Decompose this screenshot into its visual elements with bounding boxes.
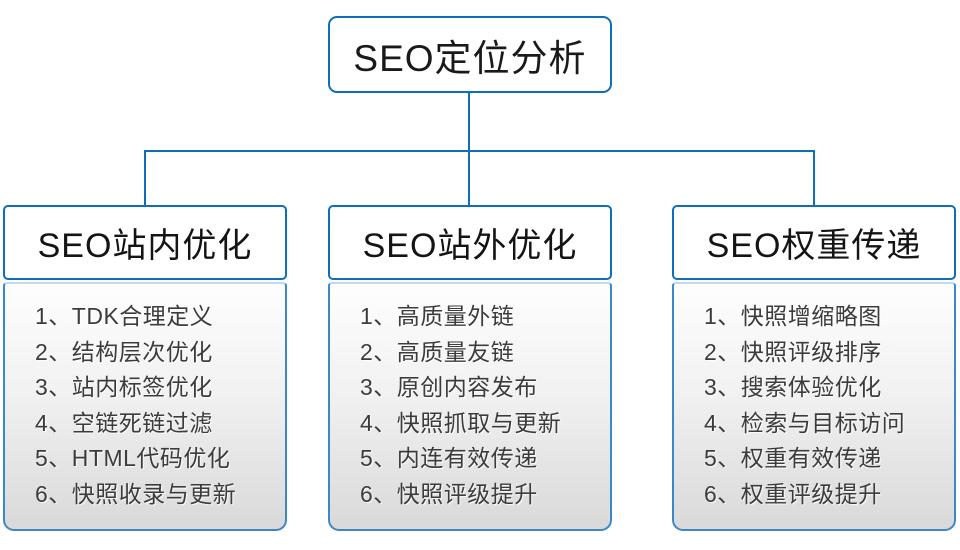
list-item: 4、快照抓取与更新 [360, 409, 562, 436]
column-list-onsite-optimization: 1、TDK合理定义 2、结构层次优化 3、站内标签优化 4、空链死链过滤 5、H… [3, 282, 287, 531]
list-item: 5、权重有效传递 [704, 445, 882, 472]
list-item: 2、结构层次优化 [35, 338, 213, 365]
connector-drop-middle [468, 151, 470, 205]
list-item: 2、快照评级排序 [704, 338, 882, 365]
list-item: 3、搜索体验优化 [704, 374, 882, 401]
connector-drop-left [144, 151, 146, 205]
list-item: 5、HTML代码优化 [35, 445, 231, 472]
connector-root-stem [468, 93, 470, 151]
list-item: 2、高质量友链 [360, 338, 515, 365]
column-header-offsite-optimization: SEO站外优化 [328, 205, 612, 280]
list-item: 5、内连有效传递 [360, 445, 538, 472]
list-item: 1、高质量外链 [360, 303, 515, 329]
connector-horizontal-bus [144, 150, 815, 152]
list-item: 4、检索与目标访问 [704, 409, 906, 436]
list-item: 1、快照增缩略图 [704, 303, 882, 329]
list-item: 3、原创内容发布 [360, 374, 538, 401]
connector-drop-right [813, 151, 815, 205]
list-item: 3、站内标签优化 [35, 374, 213, 401]
list-item: 1、TDK合理定义 [35, 303, 214, 329]
list-item: 6、权重评级提升 [704, 480, 882, 507]
column-header-weight-transfer: SEO权重传递 [672, 205, 956, 280]
list-item: 4、空链死链过滤 [35, 409, 213, 436]
list-item: 6、快照评级提升 [360, 480, 538, 507]
list-item: 6、快照收录与更新 [35, 480, 237, 507]
root-node-seo-positioning-analysis: SEO定位分析 [328, 16, 612, 93]
column-list-weight-transfer: 1、快照增缩略图 2、快照评级排序 3、搜索体验优化 4、检索与目标访问 5、权… [672, 282, 956, 531]
column-header-onsite-optimization: SEO站内优化 [3, 205, 287, 280]
column-list-offsite-optimization: 1、高质量外链 2、高质量友链 3、原创内容发布 4、快照抓取与更新 5、内连有… [328, 282, 612, 531]
